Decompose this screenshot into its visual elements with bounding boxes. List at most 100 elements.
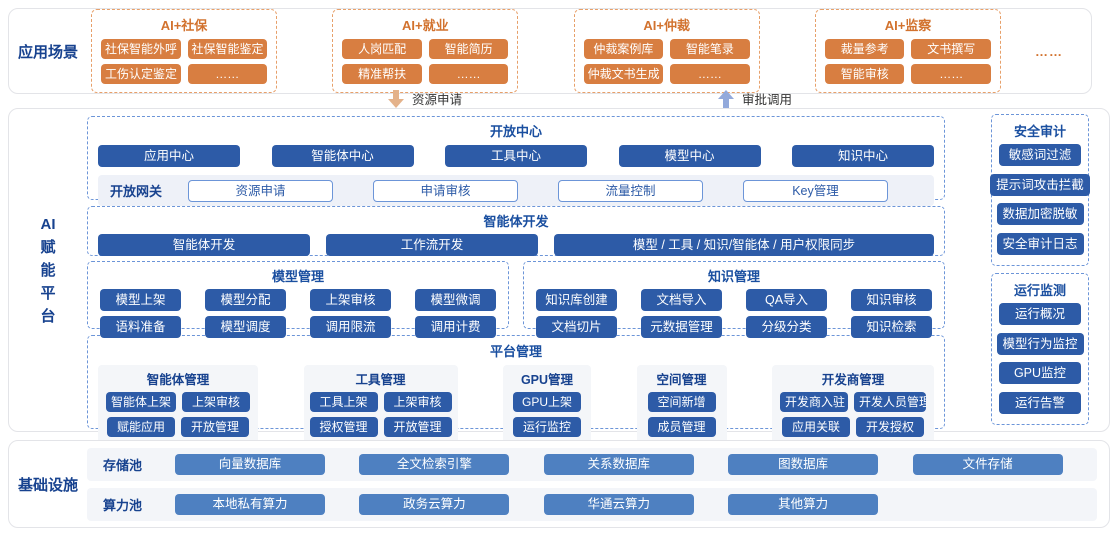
- platform-mgmt-panel-row: 成员管理: [645, 417, 719, 437]
- platform-mgmt-groups: 智能体管理智能体上架上架审核赋能应用开放管理工具管理工具上架上架审核授权管理开放…: [98, 365, 934, 448]
- ai-platform-label-char: 平: [40, 284, 56, 302]
- infrastructure-node: 其他算力: [728, 493, 879, 515]
- security-audit-node: 安全审计日志: [996, 233, 1084, 256]
- scenario-group: AI+仲裁仲裁案例库智能笔录仲裁文书生成……: [573, 9, 760, 93]
- model-mgmt-node: 上架审核: [310, 289, 391, 311]
- knowledge-mgmt-node: 知识审核: [851, 289, 932, 311]
- infrastructure-row-label: 存储池: [103, 457, 143, 473]
- scenario-node: 智能笔录: [670, 39, 750, 59]
- security-audit-title: 安全审计: [1013, 124, 1066, 139]
- infrastructure-label: 基础设施: [17, 476, 78, 494]
- scenario-node: 人岗匹配: [342, 39, 422, 59]
- ai-platform-label-char: 台: [40, 307, 56, 325]
- monitoring-node: 运行告警: [999, 392, 1081, 415]
- platform-mgmt-panel-row: 空间新增: [645, 392, 719, 412]
- platform-mgmt-section: 平台管理 智能体管理智能体上架上架审核赋能应用开放管理工具管理工具上架上架审核授…: [87, 335, 945, 448]
- scenario-node: ……: [187, 64, 267, 84]
- infrastructure-rows: 存储池向量数据库全文检索引擎关系数据库图数据库文件存储算力池本地私有算力政务云算…: [87, 441, 1097, 528]
- platform-mgmt-panel-row: 运行监控: [511, 417, 583, 437]
- model-mgmt-title: 模型管理: [271, 269, 324, 284]
- gateway-node: 资源申请: [188, 179, 334, 202]
- knowledge-mgmt-node: 分级分类: [746, 316, 827, 338]
- scenario-item-grid: 社保智能外呼社保智能鉴定工伤认定鉴定……: [101, 39, 267, 84]
- scenario-node: ……: [670, 64, 750, 84]
- scenario-group-title: AI+社保: [160, 18, 208, 33]
- platform-mgmt-node: GPU上架: [513, 392, 581, 412]
- infrastructure-node: 向量数据库: [175, 453, 325, 475]
- resource-request-flow: 资源申请: [388, 89, 462, 108]
- open-center-title: 开放中心: [489, 124, 542, 139]
- knowledge-mgmt-node: 文档导入: [641, 289, 722, 311]
- scenario-node: ……: [911, 64, 991, 84]
- up-arrow-icon: [718, 89, 734, 108]
- security-audit-section: 安全审计 敏感词过滤提示词攻击拦截数据加密脱敏安全审计日志: [990, 114, 1090, 266]
- gateway-node: 申请审核: [373, 179, 518, 202]
- scenario-group: AI+就业人岗匹配智能简历精准帮扶……: [332, 9, 519, 93]
- approval-call-flow: 审批调用: [718, 89, 792, 108]
- platform-mgmt-panel: 开发商管理开发商入驻开发人员管理应用关联开发授权: [772, 365, 934, 448]
- security-audit-node: 提示词攻击拦截: [990, 173, 1090, 196]
- platform-mgmt-panel-title: 空间管理: [656, 373, 707, 387]
- scenario-group-title: AI+仲裁: [643, 18, 690, 33]
- scenario-node: ……: [428, 64, 509, 84]
- security-audit-node: 敏感词过滤: [999, 143, 1081, 166]
- open-center-section: 开放中心 应用中心智能体中心工具中心模型中心知识中心 开放网关 资源申请申请审核…: [87, 116, 945, 206]
- open-gateway-label: 开放网关: [110, 184, 163, 199]
- platform-mgmt-node: 应用关联: [782, 417, 850, 437]
- platform-mgmt-node: 运行监控: [513, 417, 581, 437]
- application-scenarios-section: 应用场景 AI+社保社保智能外呼社保智能鉴定工伤认定鉴定……AI+就业人岗匹配智…: [8, 8, 1092, 94]
- platform-mgmt-panel-title: 开发商管理: [821, 373, 885, 387]
- monitoring-node: GPU监控: [999, 362, 1081, 385]
- agent-dev-node: 智能体开发: [98, 234, 310, 256]
- mgmt-two-columns: 模型管理 模型上架模型分配上架审核模型微调语料准备模型调度调用限流调用计费 知识…: [87, 261, 945, 338]
- platform-mgmt-panel-row: GPU上架: [511, 392, 583, 412]
- scenario-node: 社保智能鉴定: [187, 39, 267, 59]
- scenario-group-title: AI+监察: [884, 18, 932, 33]
- platform-mgmt-panel-title: 智能体管理: [146, 373, 210, 387]
- platform-mgmt-panel: GPU管理 GPU上架运行监控: [503, 365, 591, 448]
- infrastructure-row-grid: 向量数据库全文检索引擎关系数据库图数据库文件存储: [175, 453, 1097, 475]
- knowledge-mgmt-title: 知识管理: [707, 269, 760, 284]
- security-audit-node: 数据加密脱敏: [996, 203, 1084, 226]
- infrastructure-node: 华通云算力: [543, 493, 694, 515]
- application-scenarios-label: 应用场景: [17, 43, 78, 61]
- platform-mgmt-panel: 工具管理工具上架上架审核授权管理开放管理: [303, 365, 458, 448]
- platform-mgmt-node: 赋能应用: [107, 417, 175, 437]
- model-mgmt-node: 调用限流: [310, 316, 391, 338]
- resource-request-label: 资源申请: [412, 93, 463, 107]
- infrastructure-node: 关系数据库: [543, 453, 694, 475]
- platform-mgmt-node: 上架审核: [182, 392, 250, 412]
- agent-dev-node: 工作流开发: [326, 234, 538, 256]
- knowledge-mgmt-node: 文档切片: [536, 316, 617, 338]
- platform-main-column: 开放中心 应用中心智能体中心工具中心模型中心知识中心 开放网关 资源申请申请审核…: [87, 109, 945, 448]
- ai-platform-label-char: AI: [40, 215, 56, 233]
- platform-mgmt-node: 智能体上架: [106, 392, 176, 412]
- platform-mgmt-node: 授权管理: [309, 417, 378, 437]
- platform-mgmt-node: 上架审核: [383, 392, 452, 412]
- security-audit-stack: 敏感词过滤提示词攻击拦截数据加密脱敏安全审计日志: [990, 140, 1090, 259]
- center-node: 工具中心: [445, 145, 587, 167]
- infrastructure-band: 算力池本地私有算力政务云算力华通云算力其他算力: [87, 487, 1097, 521]
- platform-mgmt-title: 平台管理: [489, 344, 542, 359]
- flow-row: 资源申请 审批调用: [0, 89, 1118, 108]
- infrastructure-node: 本地私有算力: [175, 493, 325, 515]
- platform-mgmt-node: 空间新增: [647, 392, 716, 412]
- platform-right-column: 安全审计 敏感词过滤提示词攻击拦截数据加密脱敏安全审计日志 运行监测 运行概况模…: [990, 109, 1090, 425]
- scenario-node: 工伤认定鉴定: [101, 64, 181, 84]
- scenario-node: 仲裁案例库: [583, 39, 664, 59]
- model-mgmt-node: 模型调度: [205, 316, 286, 338]
- platform-mgmt-panel-row: 授权管理开放管理: [309, 417, 452, 437]
- platform-mgmt-panel-title: GPU管理: [520, 373, 574, 387]
- infrastructure-node: 文件存储: [912, 453, 1063, 475]
- platform-mgmt-panel: 空间管理空间新增成员管理: [636, 365, 727, 448]
- knowledge-mgmt-node: 知识库创建: [536, 289, 617, 311]
- gateway-node: 流量控制: [557, 179, 703, 202]
- scenario-item-grid: 仲裁案例库智能笔录仲裁文书生成……: [583, 39, 750, 84]
- platform-mgmt-node: 工具上架: [309, 392, 378, 412]
- scenario-node: 文书撰写: [911, 39, 991, 59]
- scenario-node: 智能简历: [428, 39, 509, 59]
- platform-mgmt-node: 开发商入驻: [780, 392, 848, 412]
- infrastructure-node: 图数据库: [728, 453, 879, 475]
